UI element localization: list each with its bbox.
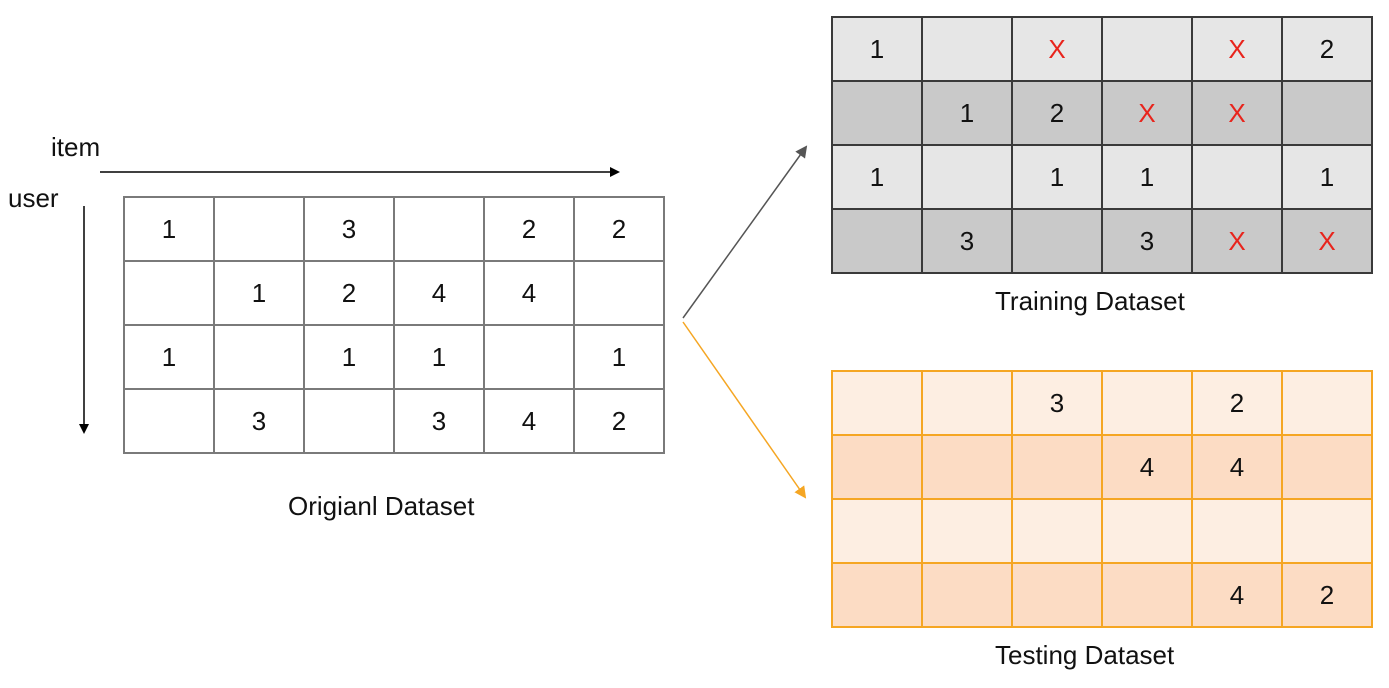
- rating-cell: [483, 324, 575, 390]
- rating-cell: [921, 16, 1013, 82]
- table-row: [831, 498, 1373, 564]
- rating-cell: 2: [1281, 562, 1373, 628]
- rating-cell: [831, 208, 923, 274]
- rating-cell: [1011, 208, 1103, 274]
- rating-cell: 3: [1101, 208, 1193, 274]
- rating-cell: 3: [393, 388, 485, 454]
- rating-cell: [1281, 370, 1373, 436]
- rating-cell: [1281, 434, 1373, 500]
- rating-cell: 3: [303, 196, 395, 262]
- rating-cell: [1101, 16, 1193, 82]
- removed-rating-mark: X: [1191, 208, 1283, 274]
- rating-cell: 1: [213, 260, 305, 326]
- rating-cell: 1: [123, 324, 215, 390]
- rating-cell: [831, 434, 923, 500]
- user-axis-label: user: [8, 183, 59, 213]
- rating-cell: 1: [303, 324, 395, 390]
- rating-cell: [921, 498, 1013, 564]
- rating-cell: 2: [1011, 80, 1103, 146]
- rating-cell: [1281, 498, 1373, 564]
- removed-rating-mark: X: [1281, 208, 1373, 274]
- rating-cell: [1011, 498, 1103, 564]
- item-axis-label: item: [51, 132, 101, 162]
- rating-cell: [1191, 498, 1283, 564]
- original-dataset-caption: Origianl Dataset: [288, 491, 475, 521]
- rating-cell: [921, 562, 1013, 628]
- rating-cell: [1101, 498, 1193, 564]
- rating-cell: [831, 498, 923, 564]
- removed-rating-mark: X: [1011, 16, 1103, 82]
- removed-rating-mark: X: [1191, 16, 1283, 82]
- rating-cell: [831, 80, 923, 146]
- rating-cell: 1: [123, 196, 215, 262]
- rating-cell: 1: [921, 80, 1013, 146]
- rating-cell: 4: [483, 388, 575, 454]
- rating-cell: [213, 324, 305, 390]
- removed-rating-mark: X: [1191, 80, 1283, 146]
- rating-cell: [303, 388, 395, 454]
- rating-cell: [573, 260, 665, 326]
- rating-cell: [831, 562, 923, 628]
- rating-cell: 4: [1191, 434, 1283, 500]
- rating-cell: [921, 434, 1013, 500]
- rating-cell: 2: [1191, 370, 1283, 436]
- rating-cell: [213, 196, 305, 262]
- rating-cell: 2: [303, 260, 395, 326]
- rating-cell: 1: [573, 324, 665, 390]
- rating-cell: 3: [213, 388, 305, 454]
- rating-cell: 1: [1101, 144, 1193, 210]
- rating-cell: 4: [393, 260, 485, 326]
- rating-cell: 2: [483, 196, 575, 262]
- rating-cell: [831, 370, 923, 436]
- rating-cell: 4: [1101, 434, 1193, 500]
- rating-cell: 2: [1281, 16, 1373, 82]
- rating-cell: [1101, 562, 1193, 628]
- testing-dataset-caption: Testing Dataset: [995, 640, 1175, 670]
- removed-rating-mark: X: [1101, 80, 1193, 146]
- rating-cell: [393, 196, 485, 262]
- rating-cell: [1191, 144, 1283, 210]
- rating-cell: [123, 260, 215, 326]
- rating-cell: [1281, 80, 1373, 146]
- rating-cell: 1: [831, 144, 923, 210]
- rating-cell: [921, 144, 1013, 210]
- rating-cell: 3: [1011, 370, 1103, 436]
- training-dataset-caption: Training Dataset: [995, 286, 1185, 316]
- rating-cell: 4: [483, 260, 575, 326]
- to-training-arrow: [682, 145, 808, 319]
- rating-cell: 1: [1011, 144, 1103, 210]
- rating-cell: [921, 370, 1013, 436]
- rating-cell: [123, 388, 215, 454]
- rating-cell: [1011, 562, 1103, 628]
- rating-cell: 4: [1191, 562, 1283, 628]
- rating-cell: 2: [573, 196, 665, 262]
- rating-cell: 3: [921, 208, 1013, 274]
- to-testing-arrow: [682, 321, 807, 499]
- rating-cell: 1: [831, 16, 923, 82]
- rating-cell: 1: [1281, 144, 1373, 210]
- rating-cell: [1101, 370, 1193, 436]
- rating-cell: 1: [393, 324, 485, 390]
- rating-cell: [1011, 434, 1103, 500]
- rating-cell: 2: [573, 388, 665, 454]
